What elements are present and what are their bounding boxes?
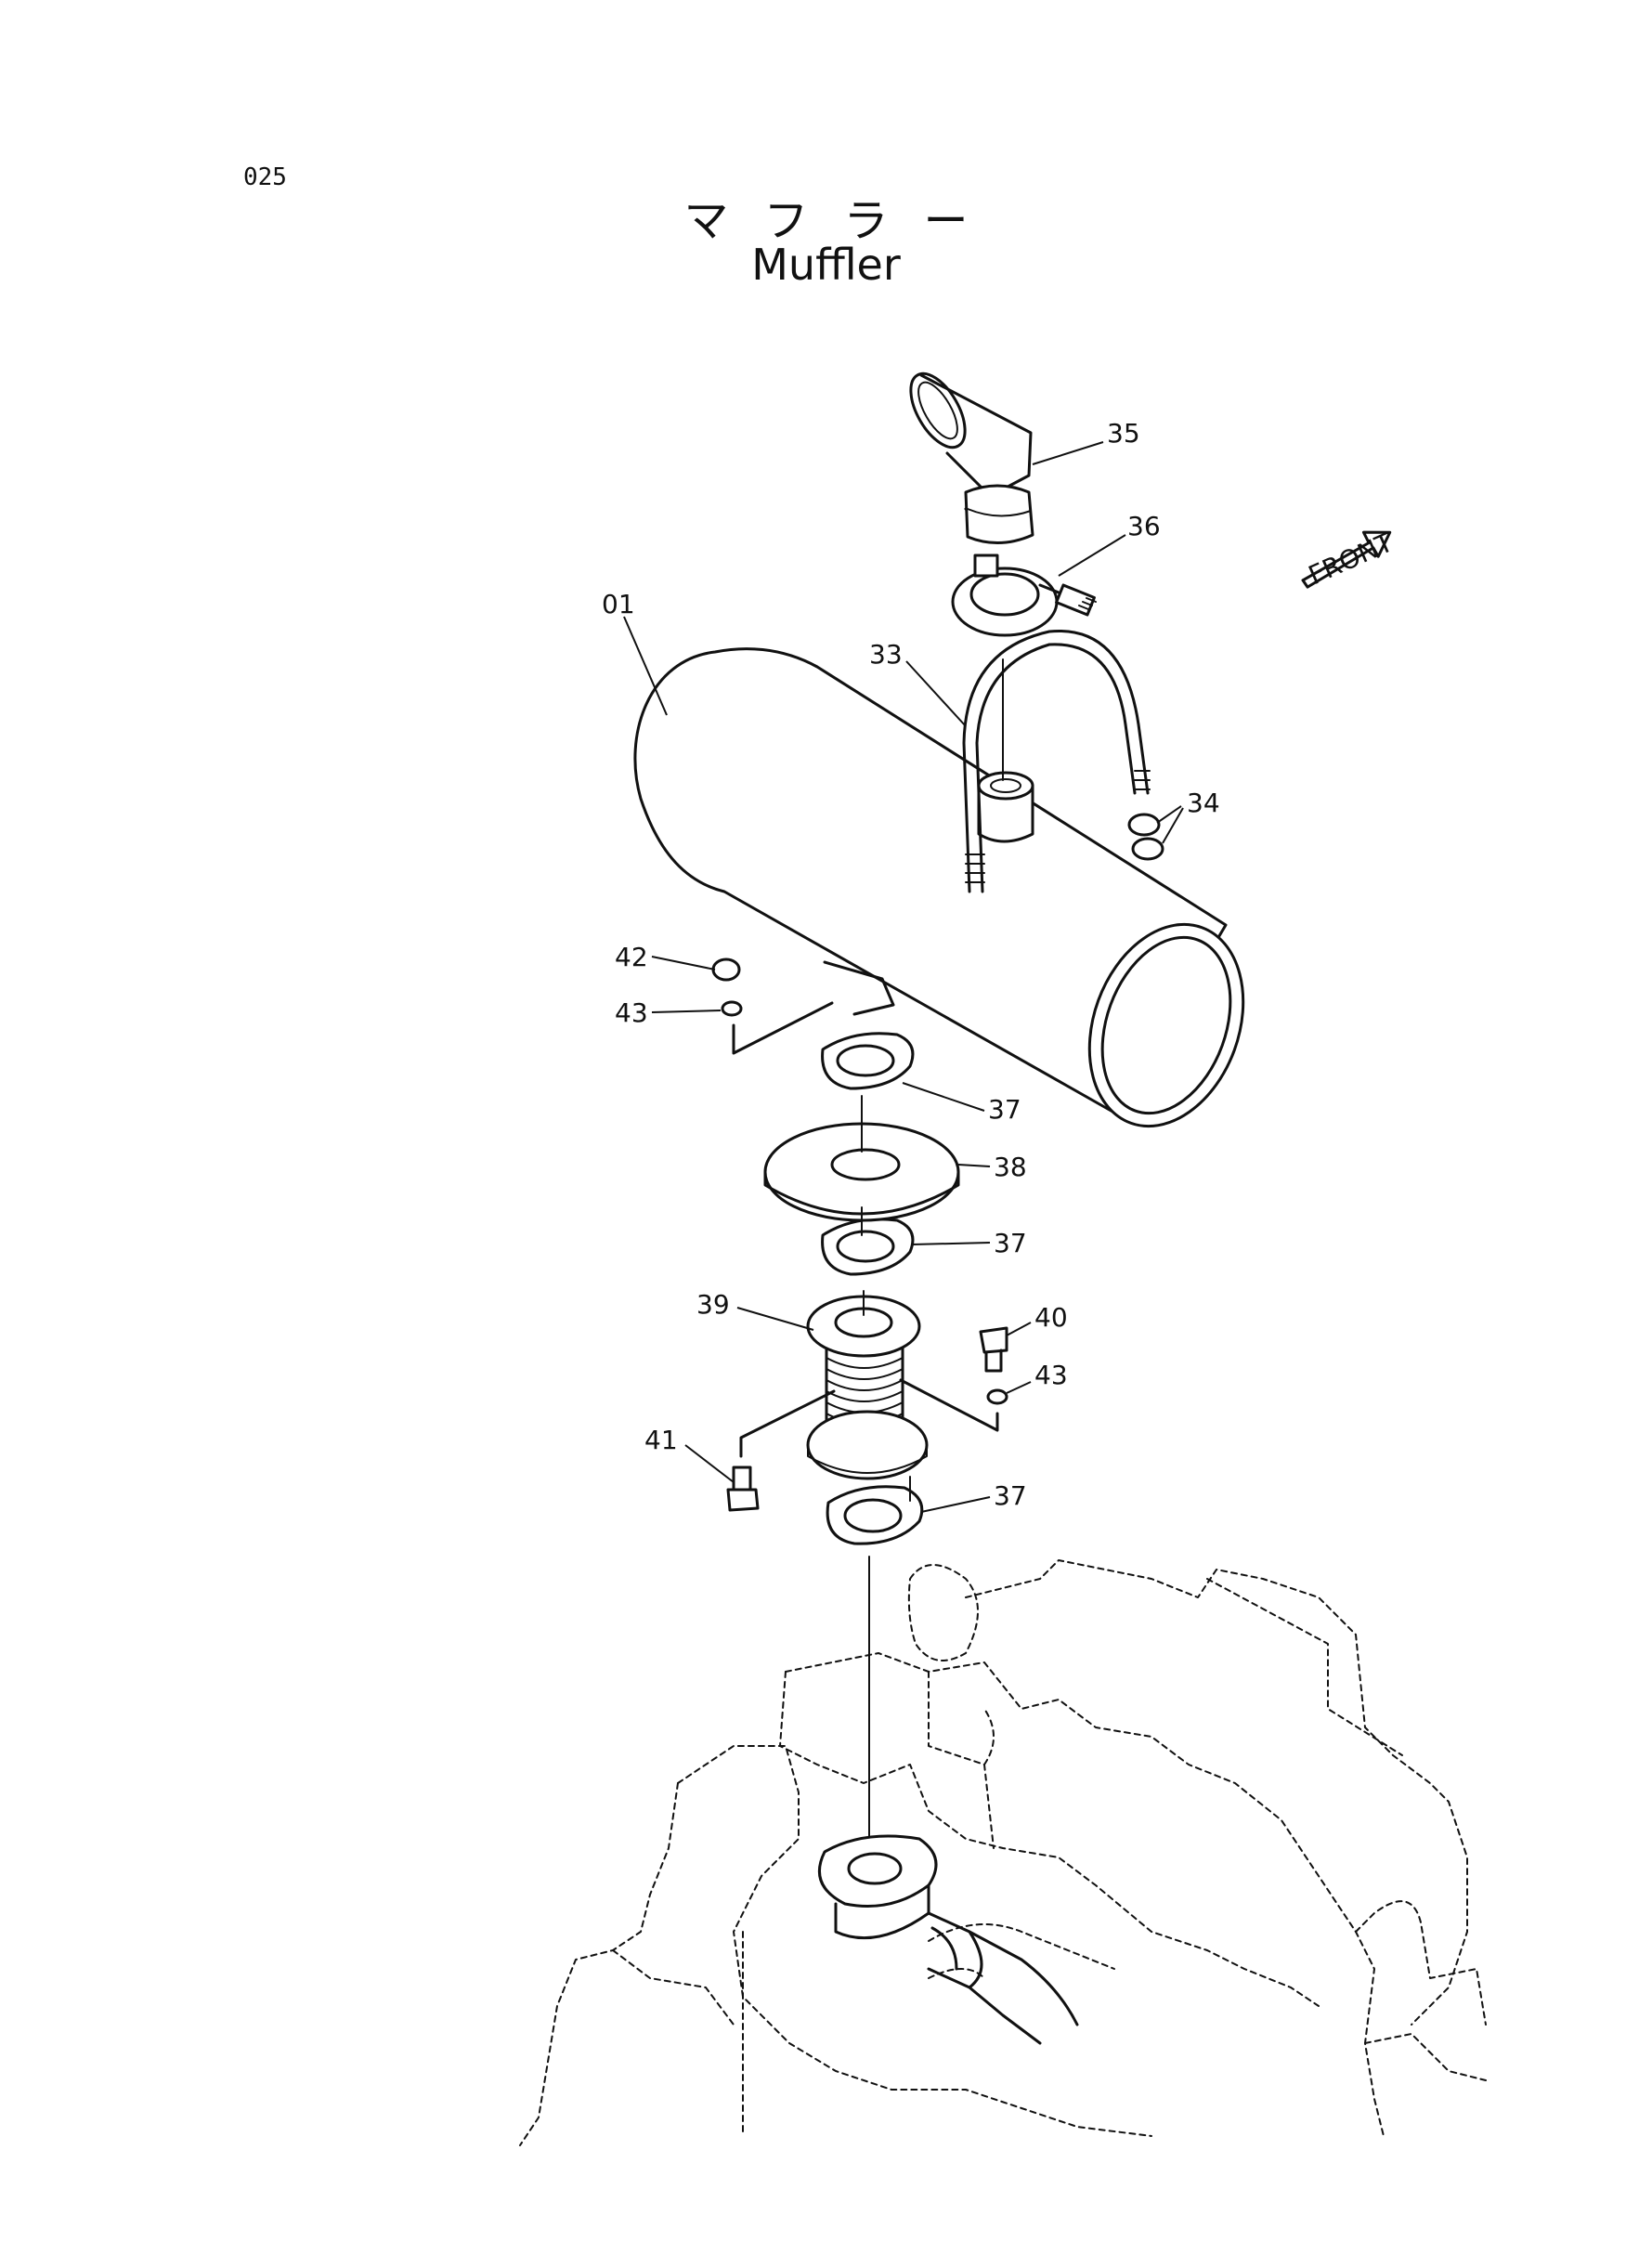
callout-38: 38 (994, 1152, 1027, 1182)
callout-37-middle: 37 (994, 1228, 1027, 1258)
callout-41: 41 (644, 1425, 678, 1455)
front-label: FRONT (1304, 527, 1398, 591)
front-arrow: FRONT (1301, 527, 1398, 591)
gasket-part-37-middle (821, 1218, 915, 1276)
leader-01 (623, 616, 668, 716)
callout-39: 39 (696, 1289, 730, 1320)
flex-joint-part-39 (806, 1295, 929, 1480)
muffler-body-part-01 (633, 647, 1245, 1128)
engine-reference-outline (519, 1559, 1487, 2146)
leader-40 (1006, 1322, 1032, 1336)
callout-36: 36 (1127, 511, 1161, 541)
callout-35: 35 (1107, 418, 1140, 449)
leader-41 (684, 1444, 735, 1483)
leader-39 (736, 1307, 814, 1331)
bolt-path-line-upper (732, 1001, 834, 1055)
callout-42: 42 (615, 942, 648, 972)
elbow-pipe-part-35 (909, 371, 1034, 545)
gasket-part-37-lower (826, 1485, 924, 1545)
leader-35 (1032, 441, 1104, 465)
leader-42 (651, 956, 716, 971)
nut-part-42 (711, 958, 741, 982)
bolt-path-line-lower-right (899, 1378, 999, 1432)
nuts-part-34 (1127, 813, 1164, 861)
bolt-path-line-lower-left (739, 1389, 836, 1458)
leader-33 (905, 660, 967, 727)
callout-01: 01 (602, 589, 635, 619)
page-number: 025 (243, 163, 287, 191)
title-english: Muffler (751, 240, 901, 290)
bolt-part-41 (726, 1466, 760, 1512)
leader-37-lower (920, 1496, 991, 1513)
leader-36 (1058, 534, 1126, 577)
clamp-part-36 (951, 554, 1097, 637)
gasket-part-37-upper (821, 1032, 915, 1090)
assembly-center-line (861, 658, 1004, 1896)
callout-37-lower: 37 (994, 1480, 1027, 1511)
leader-38 (957, 1164, 991, 1167)
callout-43-lower: 43 (1034, 1360, 1068, 1390)
leader-34 (1156, 805, 1184, 844)
leader-37-upper (902, 1082, 985, 1112)
u-bolt-part-33 (962, 629, 1151, 893)
title-japanese: マフラー (683, 195, 1004, 247)
washer-part-43-lower (986, 1388, 1008, 1405)
callout-40: 40 (1034, 1302, 1068, 1333)
callout-34: 34 (1187, 788, 1220, 818)
callout-37-upper: 37 (988, 1094, 1021, 1125)
callout-43-upper: 43 (615, 997, 648, 1028)
leader-37-middle (911, 1242, 991, 1245)
callout-33: 33 (869, 639, 903, 670)
bolt-part-40 (979, 1326, 1008, 1373)
leader-43-upper (651, 1010, 722, 1013)
exhaust-outlet-flange (817, 1834, 1079, 2045)
washer-part-43-upper (721, 1000, 743, 1017)
leader-43-lower (1006, 1381, 1032, 1394)
disc-part-38 (763, 1122, 960, 1222)
